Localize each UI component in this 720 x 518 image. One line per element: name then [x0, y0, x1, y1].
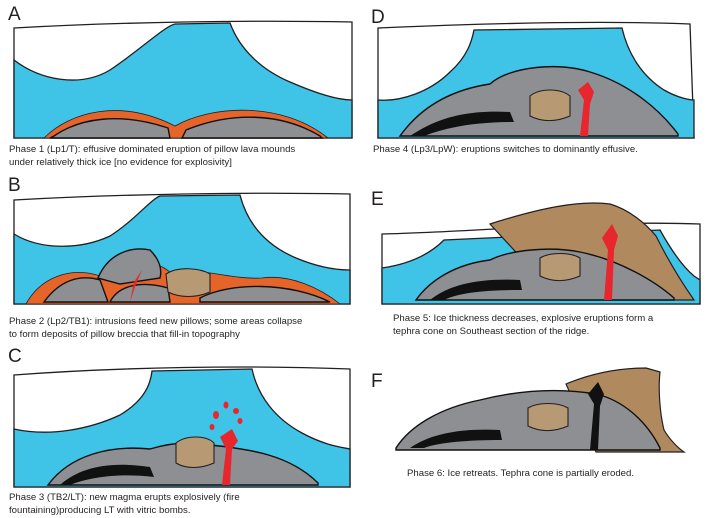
panel-b-pillow-breccia	[166, 269, 210, 297]
panel-f-pillow-breccia	[528, 404, 568, 431]
panel-f-caption: Phase 6: Ice retreats. Tephra cone is pa…	[407, 468, 634, 481]
panel-e-caption: Phase 5: Ice thickness decreases, explos…	[393, 313, 653, 339]
panel-b-caption: Phase 2 (Lp2/TB1): intrusions feed new p…	[9, 316, 302, 342]
panel-a-ice	[14, 23, 352, 138]
panel-a-diagram	[0, 0, 360, 140]
panel-e-diagram	[360, 180, 720, 310]
panel-c-caption: Phase 3 (TB2/LT): new magma erupts explo…	[9, 492, 240, 518]
panel-d-caption: Phase 4 (Lp3/LpW): eruptions switches to…	[373, 144, 638, 157]
panel-c-pillow-breccia	[176, 437, 214, 468]
panel-f-diagram	[360, 360, 720, 460]
panel-d-diagram	[360, 0, 720, 140]
panel-d-pillow-breccia	[530, 90, 570, 121]
panel-a-caption: Phase 1 (Lp1/T): effusive dominated erup…	[9, 144, 295, 170]
panel-b-diagram	[0, 170, 360, 310]
panel-e-pillow-breccia	[540, 254, 580, 281]
panel-c-diagram	[0, 345, 360, 490]
